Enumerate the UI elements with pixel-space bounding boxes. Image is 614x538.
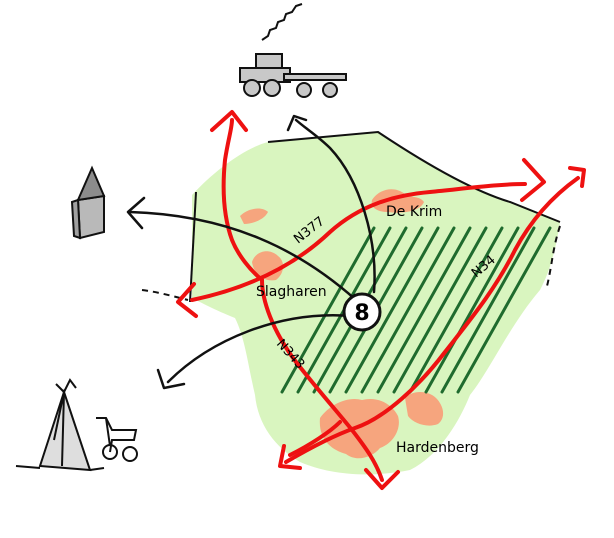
- road-n34: [284, 176, 580, 464]
- flow-arrows: [126, 114, 376, 390]
- flow-arrowhead-silo: [126, 196, 146, 230]
- road-arrowheads: [176, 110, 586, 490]
- field-stripe: [344, 226, 440, 394]
- region-border-left: [189, 191, 197, 303]
- tricycle-icon: [96, 417, 138, 462]
- flow-arrowhead-tent: [156, 368, 186, 390]
- field-stripe: [376, 226, 472, 394]
- flow-arrow-to-tent: [166, 314, 354, 384]
- flow-arrow-to-silo: [128, 210, 358, 302]
- smoke-icon: [261, 3, 303, 41]
- road-hardenberg-west: [288, 420, 342, 457]
- field-stripe: [440, 226, 536, 394]
- arrowhead-south: [364, 468, 400, 490]
- arrowhead-northeast: [568, 166, 586, 188]
- label-de-krim: De Krim: [386, 204, 442, 220]
- center-marker[interactable]: 8: [342, 292, 382, 332]
- region-border-left-dashed: [141, 289, 189, 301]
- field-stripe: [456, 226, 552, 394]
- arrowhead-north: [210, 110, 248, 132]
- region-border-top: [267, 130, 561, 223]
- tractor-trailer-icon: [239, 53, 347, 98]
- flow-arrowhead-tractor: [286, 114, 308, 132]
- arrowhead-southwest: [278, 444, 302, 470]
- urban-slagharen-north: [240, 208, 268, 224]
- center-marker-label: 8: [354, 301, 369, 326]
- silo-icon: [70, 165, 106, 240]
- arrowhead-west: [176, 282, 198, 318]
- flow-arrow-to-tractor: [294, 118, 376, 294]
- tent-icon: [15, 378, 105, 472]
- field-stripe: [424, 226, 520, 394]
- region-border-right-dashed: [545, 225, 561, 291]
- field-stripe: [392, 226, 488, 394]
- road-n343: [260, 278, 384, 482]
- arrowhead-east: [520, 158, 546, 202]
- label-hardenberg: Hardenberg: [396, 440, 479, 456]
- urban-hardenberg-east: [405, 392, 444, 426]
- urban-de-krim: [371, 189, 424, 213]
- road-n377-west-loop: [221, 118, 264, 282]
- field-stripe: [408, 226, 504, 394]
- field-stripe: [360, 226, 456, 394]
- label-slagharen: Slagharen: [256, 284, 327, 300]
